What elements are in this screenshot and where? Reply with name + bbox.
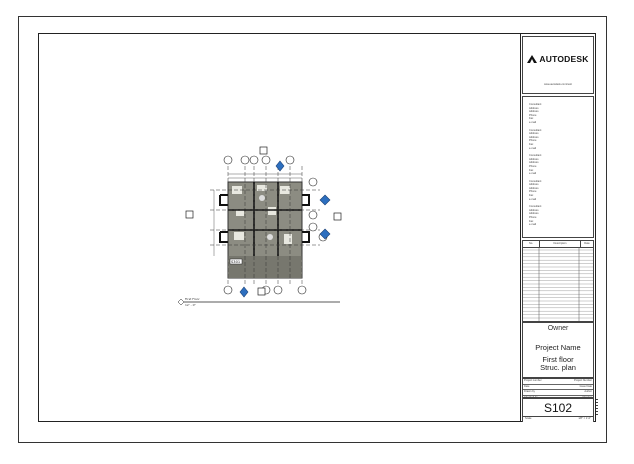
sheet-info-value: Project Number <box>573 379 592 382</box>
opening-2 <box>267 234 273 240</box>
right-wall-brackets <box>302 194 310 243</box>
logo-panel: AUTODESK www.autodesk.com/revit <box>522 36 594 94</box>
sheet-info-value: Checker <box>582 395 592 399</box>
level-head-icon[interactable] <box>177 298 185 306</box>
revision-table: No. Description Date <box>522 240 594 322</box>
brand-website: www.autodesk.com/revit <box>544 83 572 86</box>
consultant-line: Address <box>529 161 539 165</box>
opening-1 <box>259 195 265 201</box>
sheet-info-row: Project number Project Number <box>523 379 593 385</box>
title-block-column <box>520 33 596 422</box>
consultant-line: e-mail <box>529 120 537 124</box>
consultant-line: Address <box>529 106 539 110</box>
sheet-info-row: Drawn by Author <box>523 390 593 396</box>
elevation-markers[interactable] <box>185 146 342 296</box>
dimension-lines <box>213 173 302 256</box>
consultant-line: Address <box>529 186 539 190</box>
sheet-info-row: Date Issue Date <box>523 384 593 390</box>
grid-bubbles-top <box>223 155 295 165</box>
consultant-line: Consultant <box>529 154 542 158</box>
sheet-outer-border <box>18 16 607 443</box>
consultant-line: Consultant <box>529 128 542 132</box>
sheet-info-label: Drawn by <box>524 390 535 393</box>
rev-col-date: Date <box>584 242 590 245</box>
section-markers[interactable] <box>239 160 331 298</box>
autodesk-a-icon <box>527 55 538 63</box>
rev-col-no: No. <box>523 241 540 247</box>
scale-value: 1/8" = 1'-0" <box>578 417 591 420</box>
void-2 <box>257 185 267 191</box>
void-6 <box>234 232 244 240</box>
sheet-number-panel: S102 Scale 1/8" = 1'-0" <box>522 398 594 422</box>
owner-name: Owner <box>547 325 569 332</box>
consultant-line: Fax <box>529 194 534 198</box>
consultant-line: Fax <box>529 219 534 223</box>
consultant-line: Address <box>529 135 539 139</box>
bottom-view-tag-box[interactable] <box>229 258 243 265</box>
sheet-name: First floor Struc. plan <box>540 355 576 372</box>
autodesk-logo: AUTODESK <box>523 49 593 69</box>
sheet-inner-border <box>38 33 596 422</box>
left-wall-brackets <box>219 194 228 243</box>
bottom-view-tag: S301 <box>231 260 240 264</box>
grid-bubbles-bottom <box>223 285 307 295</box>
consultant-line: Consultant <box>529 205 542 209</box>
consultant-line: e-mail <box>529 172 537 176</box>
consultant-line: Address <box>529 132 539 136</box>
revision-grid <box>523 247 593 321</box>
consultant-line: e-mail <box>529 197 537 201</box>
consultant-line: Address <box>529 212 539 216</box>
grid-lines <box>210 166 320 285</box>
consultant-line: Phone <box>529 164 537 168</box>
sheet-info-value: Author <box>584 390 592 393</box>
void-7 <box>284 234 292 244</box>
date-stamp-strip <box>595 398 599 420</box>
void-5 <box>268 207 276 215</box>
brand-name: AUTODESK <box>539 54 589 64</box>
level-name: First Floor <box>185 297 200 301</box>
consultant-line: Fax <box>529 117 534 121</box>
scale-label: Scale <box>525 417 532 420</box>
rev-col-description: Description <box>540 241 581 247</box>
floor-plan-view[interactable]: S301 First Floor 12' - 0" <box>170 140 520 310</box>
consultant-line: e-mail <box>529 146 537 150</box>
revision-header: No. Description Date <box>523 241 593 248</box>
consultant-line: Address <box>529 157 539 161</box>
consultant-line: Address <box>529 208 539 212</box>
project-name: Project Name <box>535 343 581 352</box>
void-4 <box>236 210 244 216</box>
sheet-info-label: Checked by <box>524 395 538 399</box>
consultant-line: Phone <box>529 139 537 143</box>
sheet-info-label: Date <box>524 384 530 388</box>
consultant-line: Address <box>529 183 539 187</box>
consultant-line: e-mail <box>529 223 537 227</box>
consultant-line: Consultant <box>529 103 542 106</box>
consultant-line: Consultant <box>529 179 542 183</box>
consultant-line: Phone <box>529 113 537 117</box>
consultant-line: Phone <box>529 190 537 194</box>
lower-slab-band <box>228 256 302 278</box>
sheet-info-value: Issue Date <box>579 384 592 388</box>
sheet-number: S102 <box>543 401 573 415</box>
sheet-info-label: Project number <box>524 379 542 382</box>
consultant-line: Address <box>529 110 539 114</box>
consultant-line: Phone <box>529 216 537 220</box>
consultant-line: Fax <box>529 142 534 146</box>
level-elevation: 12' - 0" <box>185 303 197 307</box>
project-info-panel: Owner Project Name First floor Struc. pl… <box>522 322 594 378</box>
consultant-line: Fax <box>529 168 534 172</box>
